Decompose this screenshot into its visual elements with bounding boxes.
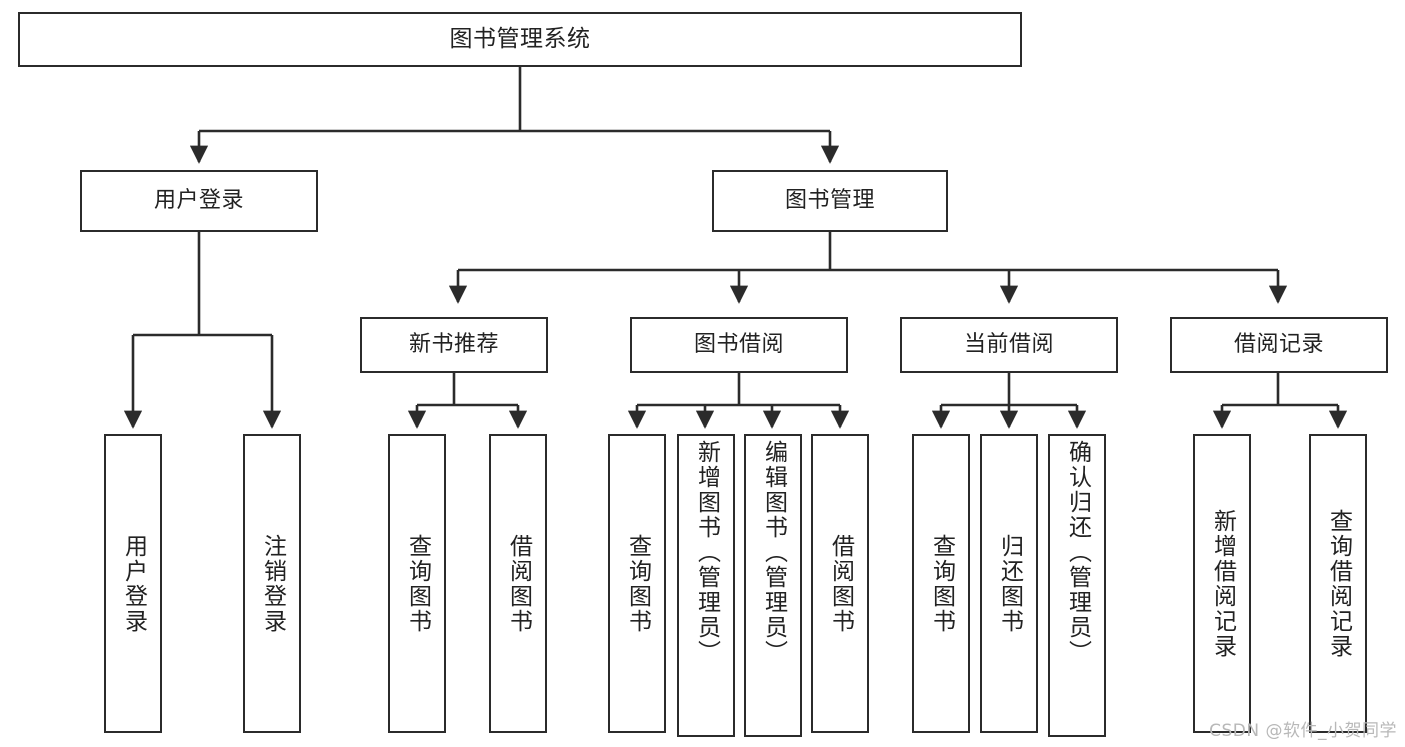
node-label: 用户登录 (153, 188, 244, 214)
node-label: 图书管理系统 (449, 25, 591, 52)
leaf-query-books-borrow[interactable]: 查询图书 (608, 434, 666, 733)
leaf-query-books-current[interactable]: 查询图书 (912, 434, 970, 733)
leaf-query-borrow-record[interactable]: 查询借阅记录 (1309, 434, 1367, 733)
leaf-return-books[interactable]: 归还图书 (980, 434, 1038, 733)
node-label: 新书推荐 (408, 332, 499, 358)
node-label: 注销登录 (259, 533, 286, 634)
node-label: 查询图书 (624, 533, 651, 634)
leaf-add-book-admin[interactable]: 新增图书（管理员） (677, 434, 735, 737)
node-label: 确认归还（管理员） (1064, 440, 1091, 665)
node-label: 图书管理 (784, 188, 875, 214)
node-user-login[interactable]: 用户登录 (80, 170, 318, 232)
node-label: 借阅图书 (505, 533, 532, 634)
node-book-borrowing[interactable]: 图书借阅 (630, 317, 848, 373)
node-current-borrowing[interactable]: 当前借阅 (900, 317, 1118, 373)
node-label: 当前借阅 (963, 332, 1054, 358)
node-label: 查询借阅记录 (1325, 508, 1352, 659)
leaf-borrow-books-newbooks[interactable]: 借阅图书 (489, 434, 547, 733)
leaf-borrow-books-borrow[interactable]: 借阅图书 (811, 434, 869, 733)
node-borrowing-records[interactable]: 借阅记录 (1170, 317, 1388, 373)
leaf-logout-login[interactable]: 注销登录 (243, 434, 301, 733)
node-root-book-management-system[interactable]: 图书管理系统 (18, 12, 1022, 67)
node-label: 新增借阅记录 (1209, 508, 1236, 659)
node-label: 借阅图书 (827, 533, 854, 634)
leaf-edit-book-admin[interactable]: 编辑图书（管理员） (744, 434, 802, 737)
node-label: 查询图书 (404, 533, 431, 634)
node-book-management[interactable]: 图书管理 (712, 170, 948, 232)
leaf-query-books-newbooks[interactable]: 查询图书 (388, 434, 446, 733)
node-label: 新增图书（管理员） (693, 440, 720, 665)
node-label: 用户登录 (120, 533, 147, 634)
node-label: 归还图书 (996, 533, 1023, 634)
leaf-user-login[interactable]: 用户登录 (104, 434, 162, 733)
watermark-text: CSDN @软件_小贺同学 (1209, 721, 1397, 741)
node-label: 编辑图书（管理员） (760, 440, 787, 665)
leaf-confirm-return-admin[interactable]: 确认归还（管理员） (1048, 434, 1106, 737)
node-new-book-recommendation[interactable]: 新书推荐 (360, 317, 548, 373)
leaf-add-borrow-record[interactable]: 新增借阅记录 (1193, 434, 1251, 733)
node-label: 查询图书 (928, 533, 955, 634)
node-label: 图书借阅 (693, 332, 784, 358)
node-label: 借阅记录 (1233, 332, 1324, 358)
